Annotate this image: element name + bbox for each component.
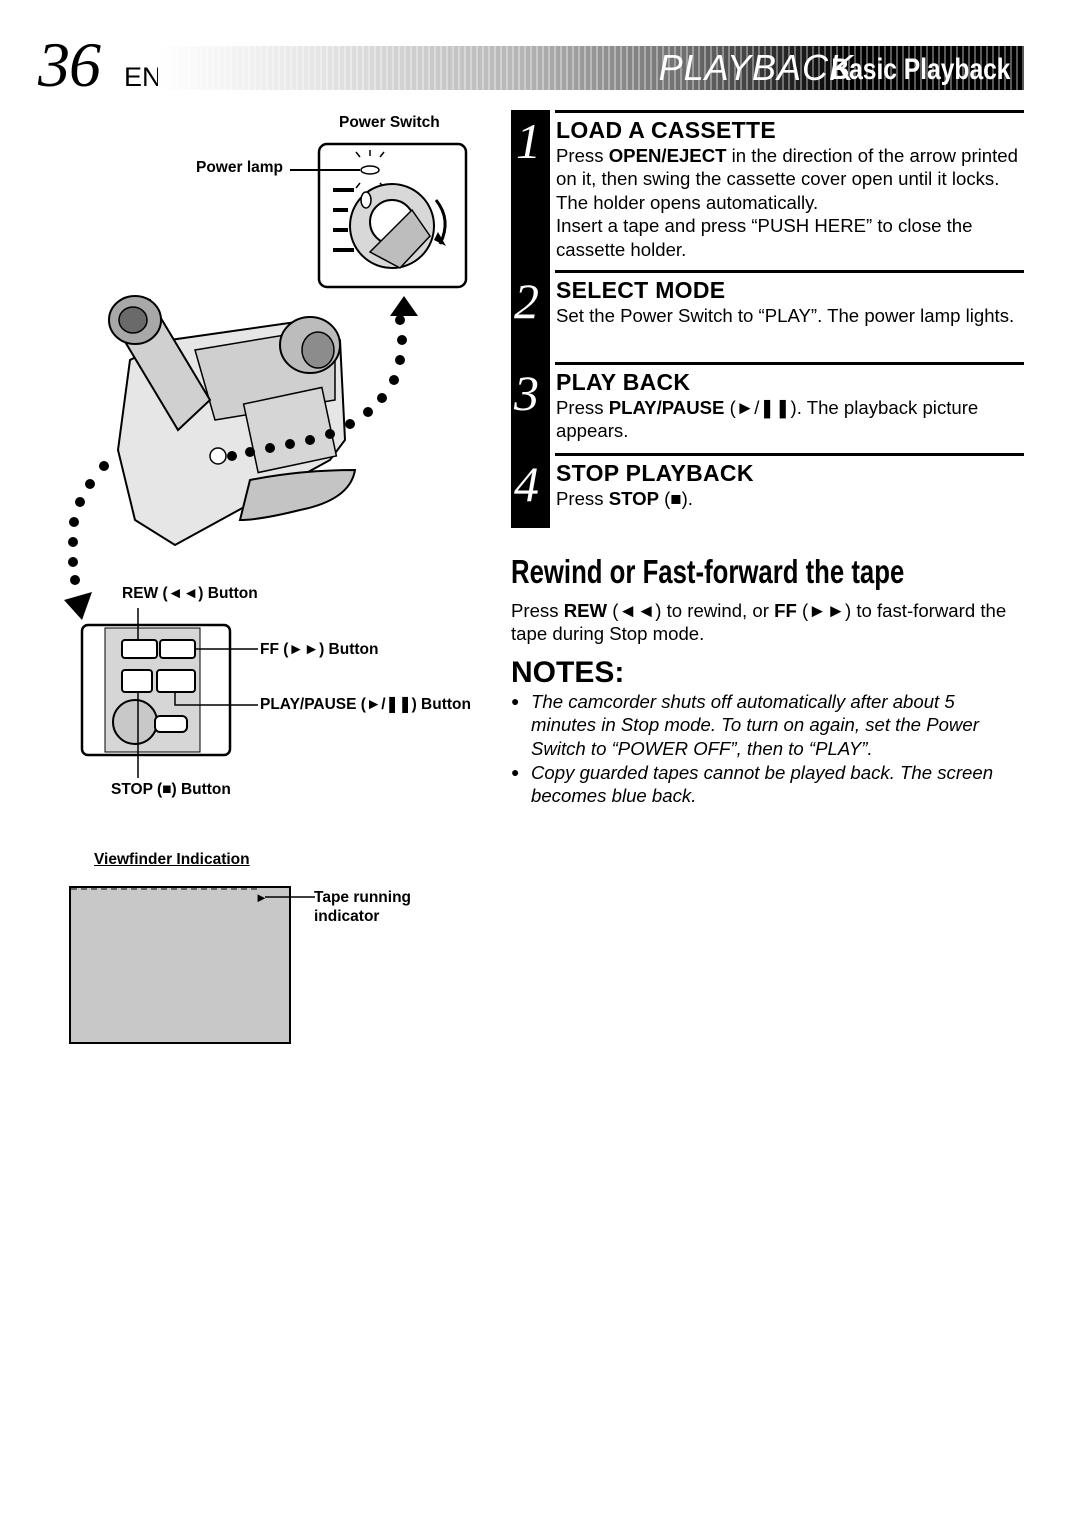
step-rule: [555, 453, 1024, 456]
note-item: ● Copy guarded tapes cannot be played ba…: [511, 761, 1021, 808]
rewind-text: (►►) to fast-forward the tape during Sto…: [511, 600, 1007, 645]
power-switch-label: Power Switch: [339, 114, 440, 131]
step-text: Press: [556, 145, 609, 166]
page-number: 36: [38, 29, 101, 100]
notes-heading: NOTES:: [511, 656, 625, 689]
step-text: (►/❚❚). The playback picture appears.: [556, 397, 979, 442]
section-subtitle: Basic Playback: [830, 53, 1010, 86]
rewind-heading: Rewind or Fast-forward the tape: [511, 553, 905, 590]
viewfinder-screen: [69, 886, 291, 1044]
note-text: Copy guarded tapes cannot be played back…: [531, 762, 994, 807]
rewind-keyword: REW: [563, 600, 608, 621]
step-title: STOP PLAYBACK: [556, 460, 754, 486]
note-item: ● The camcorder shuts off automatically …: [511, 690, 1021, 760]
step-number: 1: [516, 113, 541, 169]
rewind-text: Press: [511, 600, 564, 621]
step-number: 4: [514, 456, 539, 512]
page-language: EN: [124, 62, 162, 92]
tape-running-indicator-icon: ►: [255, 890, 268, 905]
rewind-text: (◄◄) to rewind, or: [607, 600, 775, 621]
header-band: [158, 46, 1024, 90]
bullet-icon: ●: [511, 764, 520, 780]
power-lamp-label: Power lamp: [196, 159, 283, 176]
step-title: PLAY BACK: [556, 369, 691, 395]
step-text: in the direction of the arrow printed on…: [556, 145, 1018, 213]
viewfinder-indication-label: Viewfinder Indication: [94, 851, 250, 868]
step-text: Insert a tape and press “PUSH HERE” to c…: [556, 215, 973, 260]
step-rule: [555, 270, 1024, 273]
bullet-icon: ●: [511, 693, 520, 709]
step-4: 4 STOP PLAYBACK Press STOP (■).: [511, 453, 1024, 529]
step-text: Press: [556, 488, 609, 509]
step-2: 2 SELECT MODE Set the Power Switch to “P…: [511, 270, 1024, 362]
step-number: 3: [514, 365, 539, 421]
step-text: Press: [556, 397, 609, 418]
step-body: Set the Power Switch to “PLAY”. The powe…: [556, 305, 1015, 326]
step-number-bar: [511, 110, 550, 528]
tape-running-label-2: indicator: [314, 908, 380, 925]
rew-button-label: REW (◄◄) Button: [122, 585, 258, 602]
step-title: SELECT MODE: [556, 277, 726, 303]
step-body: Press OPEN/EJECT in the direction of the…: [556, 144, 1026, 261]
note-text: The camcorder shuts off automatically af…: [531, 691, 979, 759]
step-keyword: OPEN/EJECT: [608, 145, 727, 166]
tape-indicator-leader: [265, 896, 315, 898]
stop-button-label: STOP (■) Button: [111, 781, 231, 798]
camcorder-illustration: [64, 142, 468, 778]
step-rule: [555, 110, 1024, 113]
step-title: LOAD A CASSETTE: [556, 117, 777, 143]
ff-keyword: FF: [774, 600, 797, 621]
step-3: 3 PLAY BACK Press PLAY/PAUSE (►/❚❚). The…: [511, 362, 1024, 454]
step-text: (■).: [659, 488, 693, 509]
viewfinder-top-line: [71, 888, 257, 890]
step-1: 1 LOAD A CASSETTE Press OPEN/EJECT in th…: [511, 110, 1024, 270]
step-body: Press STOP (■).: [556, 487, 1026, 510]
step-keyword: PLAY/PAUSE: [608, 397, 725, 418]
rewind-body: Press REW (◄◄) to rewind, or FF (►►) to …: [511, 599, 1026, 646]
tape-running-label: Tape running: [314, 889, 412, 906]
section-title: PLAYBACK: [658, 47, 854, 88]
step-body: Press PLAY/PAUSE (►/❚❚). The playback pi…: [556, 396, 1026, 443]
step-number: 2: [514, 273, 539, 329]
step-keyword: STOP: [608, 488, 659, 509]
step-rule: [555, 362, 1024, 365]
ff-button-label: FF (►►) Button: [260, 641, 379, 658]
play-pause-button-label: PLAY/PAUSE (►/❚❚) Button: [260, 696, 471, 713]
